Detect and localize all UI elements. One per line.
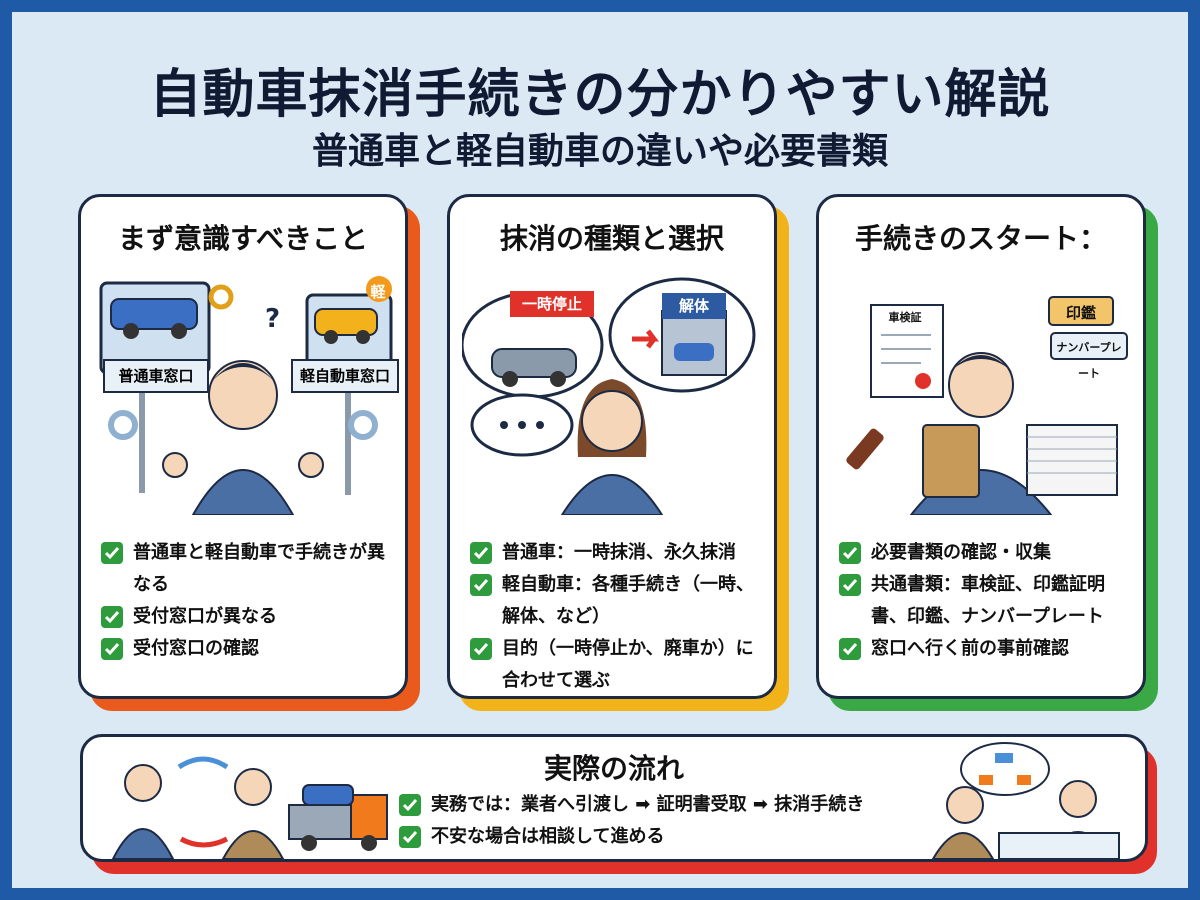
thinking-illustration	[462, 277, 756, 515]
list-item: 普通車と軽自動車で手続きが異なる	[101, 537, 396, 601]
sign-kei-car: 軽自動車窓口	[291, 359, 399, 393]
list-item: 窓口へ行く前の事前確認	[839, 633, 1134, 665]
list-item-text: 普通車と軽自動車で手続きが異なる	[133, 542, 385, 595]
list-item: 軽自動車：各種手続き（一時、解体、など）	[470, 569, 765, 633]
list-item-text: 必要書類の確認・収集	[871, 542, 1051, 563]
subtitle: 普通車と軽自動車の違いや必要書類	[311, 131, 888, 172]
list-item: 共通書類：車検証、印鑑証明書、印鑑、ナンバープレート	[839, 569, 1134, 633]
consultation-illustration	[931, 742, 1120, 859]
list-item-text: 普通車：一時抹消、永久抹消	[502, 542, 736, 563]
flow-panel: 実際の流れ 実務では：業者へ引渡し ➡ 証明書受取 ➡ 抹消手続き 不安な場合は…	[80, 734, 1148, 862]
check-icon	[839, 574, 861, 596]
check-icon	[470, 542, 492, 564]
card-types: 抹消の種類と選択 一時停止 解体 普通車：一時抹消、永久抹消 軽自動車：各種手続…	[447, 194, 777, 699]
sign-standard-car: 普通車窓口	[103, 359, 209, 393]
check-icon	[101, 542, 123, 564]
check-icon	[399, 826, 421, 848]
check-icon	[399, 794, 421, 816]
list-item-text: 軽自動車：各種手続き（一時、解体、など）	[502, 574, 754, 627]
list-item-text: 受付窓口の確認	[133, 638, 259, 659]
list-item: 受付窓口が異なる	[101, 601, 396, 633]
flow-heading: 実際の流れ	[543, 752, 684, 785]
card-3-heading: 手続きのスタート：	[854, 222, 1107, 255]
doc-vehicle-cert: 車検証	[888, 311, 922, 324]
doc-number-plate: ナンバープレート	[1056, 341, 1122, 380]
card-2-list: 普通車：一時抹消、永久抹消 軽自動車：各種手続き（一時、解体、など） 目的（一時…	[470, 537, 765, 697]
card-3-list: 必要書類の確認・収集 共通書類：車検証、印鑑証明書、印鑑、ナンバープレート 窓口…	[839, 537, 1134, 665]
documents-illustration	[846, 296, 1128, 515]
check-icon	[470, 638, 492, 660]
check-icon	[839, 638, 861, 660]
label-scrapping: 解体	[662, 293, 726, 319]
check-icon	[839, 542, 861, 564]
window-signs-illustration: ?	[99, 276, 393, 515]
check-icon	[470, 574, 492, 596]
card-2-heading: 抹消の種類と選択	[499, 222, 724, 255]
list-item-text: 窓口へ行く前の事前確認	[871, 638, 1069, 659]
list-item-text: 受付窓口が異なる	[133, 606, 277, 627]
list-item-text: 共通書類：車検証、印鑑証明書、印鑑、ナンバープレート	[871, 574, 1105, 627]
card-1-heading: まず意識すべきこと	[117, 222, 369, 255]
list-item-text: 不安な場合は相談して進める	[431, 826, 665, 847]
main-title: 自動車抹消手続きの分かりやすい解説	[149, 65, 1051, 125]
list-item-text: 目的（一時停止か、廃車か）に合わせて選ぶ	[502, 638, 754, 691]
list-item: 受付窓口の確認	[101, 633, 396, 665]
label-temporary-stop: 一時停止	[510, 291, 594, 317]
list-item: 目的（一時停止か、廃車か）に合わせて選ぶ	[470, 633, 765, 697]
list-item: 普通車：一時抹消、永久抹消	[470, 537, 765, 569]
flow-list: 実務では：業者へ引渡し ➡ 証明書受取 ➡ 抹消手続き 不安な場合は相談して進め…	[399, 789, 864, 853]
check-icon	[101, 606, 123, 628]
check-icon	[101, 638, 123, 660]
list-item: 実務では：業者へ引渡し ➡ 証明書受取 ➡ 抹消手続き	[399, 789, 864, 821]
card-start: 手続きのスタート： 車検証 印鑑 ナンバープレート 必要書類の確認・収集 共通書…	[816, 194, 1146, 699]
handover-illustration	[111, 756, 388, 859]
card-1-list: 普通車と軽自動車で手続きが異なる 受付窓口が異なる 受付窓口の確認	[101, 537, 396, 665]
doc-seal: 印鑑	[1065, 304, 1096, 322]
list-item: 必要書類の確認・収集	[839, 537, 1134, 569]
card-awareness: まず意識すべきこと ? 普通車窓口 軽自動車窓口 軽 普通車と軽自動車で手続きが…	[78, 194, 408, 699]
svg-text:?: ?	[265, 304, 280, 334]
list-item: 不安な場合は相談して進める	[399, 821, 864, 853]
kei-badge: 軽	[370, 283, 386, 301]
list-item-text: 実務では：業者へ引渡し ➡ 証明書受取 ➡ 抹消手続き	[431, 794, 865, 815]
